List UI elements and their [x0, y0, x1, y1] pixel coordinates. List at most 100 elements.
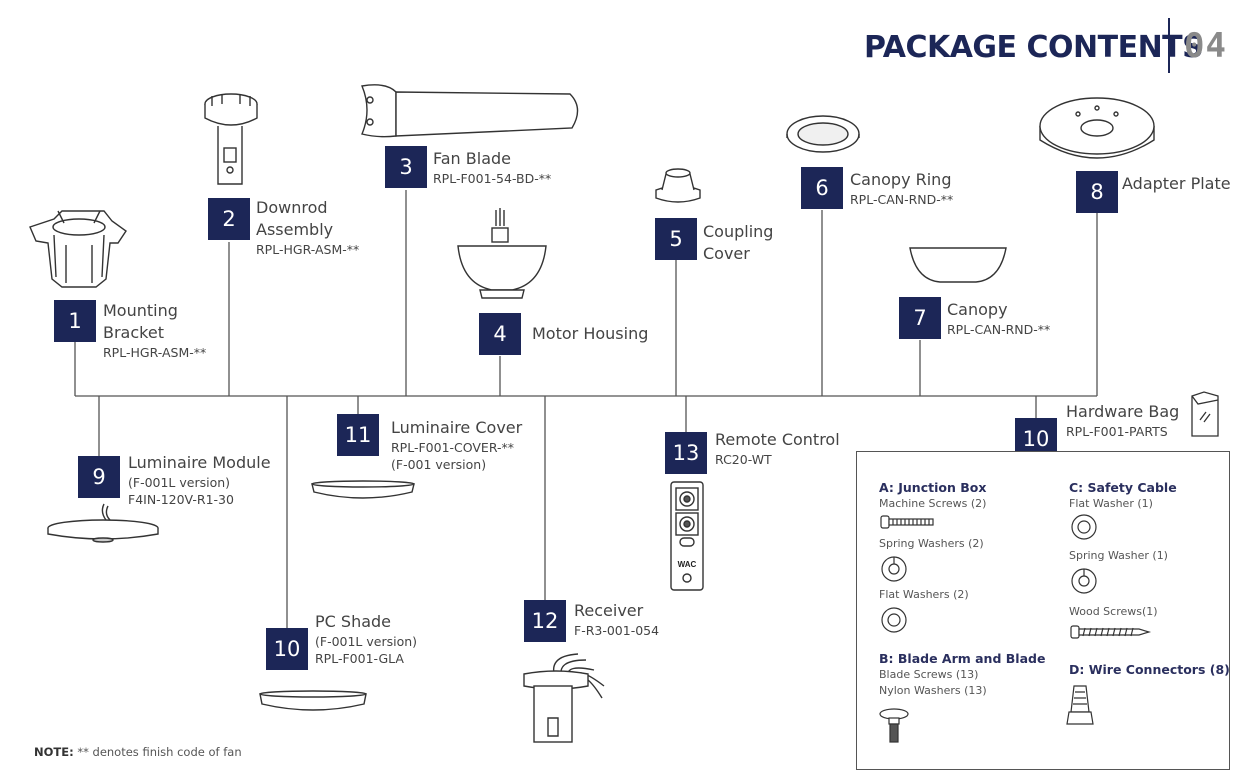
part-name: Canopy: [947, 300, 1008, 319]
label-luminaire-cover: Luminaire Cover RPL-F001-COVER-** (F-001…: [391, 417, 522, 473]
remote-brand: WAC: [678, 560, 697, 569]
badge-part-5: 5: [655, 218, 697, 260]
part-name-line2: Cover: [703, 244, 750, 263]
hardware-bag-icon: [1191, 391, 1219, 437]
badge-part-12: 12: [524, 600, 566, 642]
part-name: Motor Housing: [532, 324, 649, 343]
adapter-plate-illustration: [1039, 97, 1155, 159]
badge-part-3: 3: [385, 146, 427, 188]
part-code: F-R3-001-054: [574, 623, 660, 638]
label-canopy-ring: Canopy Ring RPL-CAN-RND-**: [850, 169, 953, 208]
hardware-item: Spring Washer (1): [1069, 549, 1168, 562]
wire-connector-icon: [1066, 685, 1094, 725]
wood-screw-icon: [1070, 625, 1152, 639]
part-version: (F-001L version): [315, 634, 418, 649]
part-name: Luminaire Module: [128, 453, 271, 472]
badge-part-4: 4: [479, 313, 521, 355]
part-name: Remote Control: [715, 430, 840, 449]
part-name: Fan Blade: [433, 149, 511, 168]
mounting-bracket-illustration: [29, 210, 127, 288]
label-hardware-bag: Hardware Bag RPL-F001-PARTS: [1066, 401, 1179, 440]
part-code: RPL-F001-PARTS: [1066, 424, 1168, 439]
label-coupling-cover: Coupling Cover: [703, 221, 773, 265]
part-code: RPL-CAN-RND-**: [947, 322, 1051, 337]
hardware-item-spring-washers: Spring Washers (2): [879, 536, 984, 552]
badge-part-2: 2: [208, 198, 250, 240]
part-code: RC20-WT: [715, 452, 772, 467]
hardware-item: Spring Washers (2): [879, 537, 984, 550]
badge-part-6: 6: [801, 167, 843, 209]
label-canopy: Canopy RPL-CAN-RND-**: [947, 299, 1050, 338]
part-code: RPL-HGR-ASM-**: [256, 242, 360, 257]
part-name: Downrod: [256, 198, 328, 217]
part-code: RPL-CAN-RND-**: [850, 192, 954, 207]
hardware-item-wood-screws: Wood Screws(1): [1069, 604, 1158, 620]
part-name-line2: Bracket: [103, 323, 164, 342]
badge-part-10-shade: 10: [266, 628, 308, 670]
hardware-group-title: A: Junction Box: [879, 480, 987, 495]
hardware-item: Flat Washers (2): [879, 588, 969, 601]
part-name: Hardware Bag: [1066, 402, 1180, 421]
label-adapter-plate: Adapter Plate: [1122, 173, 1231, 195]
part-name: Coupling: [703, 222, 774, 241]
hardware-item: Wood Screws(1): [1069, 605, 1158, 618]
finish-code-note: NOTE: ** denotes finish code of fan: [34, 745, 242, 759]
canopy-illustration: [909, 247, 1007, 283]
label-pc-shade: PC Shade (F-001L version) RPL-F001-GLA: [315, 611, 417, 667]
label-receiver: Receiver F-R3-001-054: [574, 600, 659, 639]
hardware-group-a: A: Junction Box Machine Screws (2): [879, 480, 986, 512]
part-version: (F-001L version): [128, 475, 231, 490]
remote-control-illustration: WAC: [670, 481, 704, 591]
flat-washer-icon: [881, 607, 907, 633]
part-code: RPL-HGR-ASM-**: [103, 345, 207, 360]
hardware-bag-contents: A: Junction Box Machine Screws (2) Sprin…: [856, 451, 1230, 770]
page-title: PACKAGE CONTENTS: [864, 30, 1204, 65]
label-luminaire-module: Luminaire Module (F-001L version) F4IN-1…: [128, 452, 271, 508]
hardware-item: Blade Screws (13): [879, 668, 979, 681]
badge-part-11: 11: [337, 414, 379, 456]
part-name: PC Shade: [315, 612, 392, 631]
part-name: Receiver: [574, 601, 644, 620]
flat-washer-icon: [1071, 514, 1097, 540]
part-code: RPL-F001-COVER-**: [391, 440, 515, 455]
part-version: (F-001 version): [391, 457, 487, 472]
part-code: RPL-F001-54-BD-**: [433, 171, 552, 186]
label-fan-blade: Fan Blade RPL-F001-54-BD-**: [433, 148, 551, 187]
note-text: ** denotes finish code of fan: [73, 745, 242, 759]
hardware-item: Flat Washer (1): [1069, 497, 1153, 510]
part-name: Mounting: [103, 301, 178, 320]
part-name: Luminaire Cover: [391, 418, 523, 437]
title-divider: [1168, 18, 1170, 73]
hardware-group-d: D: Wire Connectors (8): [1069, 662, 1230, 678]
hardware-item-spring-washer: Spring Washer (1): [1069, 548, 1168, 564]
part-code: RPL-F001-GLA: [315, 651, 404, 666]
hardware-group-title: B: Blade Arm and Blade: [879, 651, 1046, 666]
part-code: F4IN-120V-R1-30: [128, 492, 234, 507]
hardware-group-title: D: Wire Connectors (8): [1069, 662, 1230, 677]
label-motor-housing: Motor Housing: [532, 323, 648, 345]
label-downrod-assembly: Downrod Assembly RPL-HGR-ASM-**: [256, 197, 359, 258]
spring-washer-icon: [881, 556, 907, 582]
luminaire-module-illustration: [47, 503, 159, 543]
label-remote-control: Remote Control RC20-WT: [715, 429, 840, 468]
receiver-illustration: [523, 653, 605, 743]
hardware-item-flat-washers: Flat Washers (2): [879, 587, 969, 603]
hardware-group-b: B: Blade Arm and Blade Blade Screws (13)…: [879, 651, 1045, 699]
hardware-item: Machine Screws (2): [879, 497, 987, 510]
hardware-group-c: C: Safety Cable Flat Washer (1): [1069, 480, 1177, 512]
badge-part-9: 9: [78, 456, 120, 498]
motor-housing-illustration: [457, 208, 547, 299]
part-name: Canopy Ring: [850, 170, 952, 189]
part-name: Adapter Plate: [1122, 174, 1231, 193]
spring-washer-icon: [1071, 568, 1097, 594]
part-name-line2: Assembly: [256, 220, 334, 239]
hardware-item: Nylon Washers (13): [879, 684, 987, 697]
canopy-ring-illustration: [786, 115, 860, 153]
downrod-assembly-illustration: [204, 93, 258, 185]
badge-part-13: 13: [665, 432, 707, 474]
hardware-group-title: C: Safety Cable: [1069, 480, 1177, 495]
coupling-cover-illustration: [655, 168, 701, 203]
blade-screw-icon: [879, 708, 909, 743]
pc-shade-illustration: [259, 690, 367, 711]
